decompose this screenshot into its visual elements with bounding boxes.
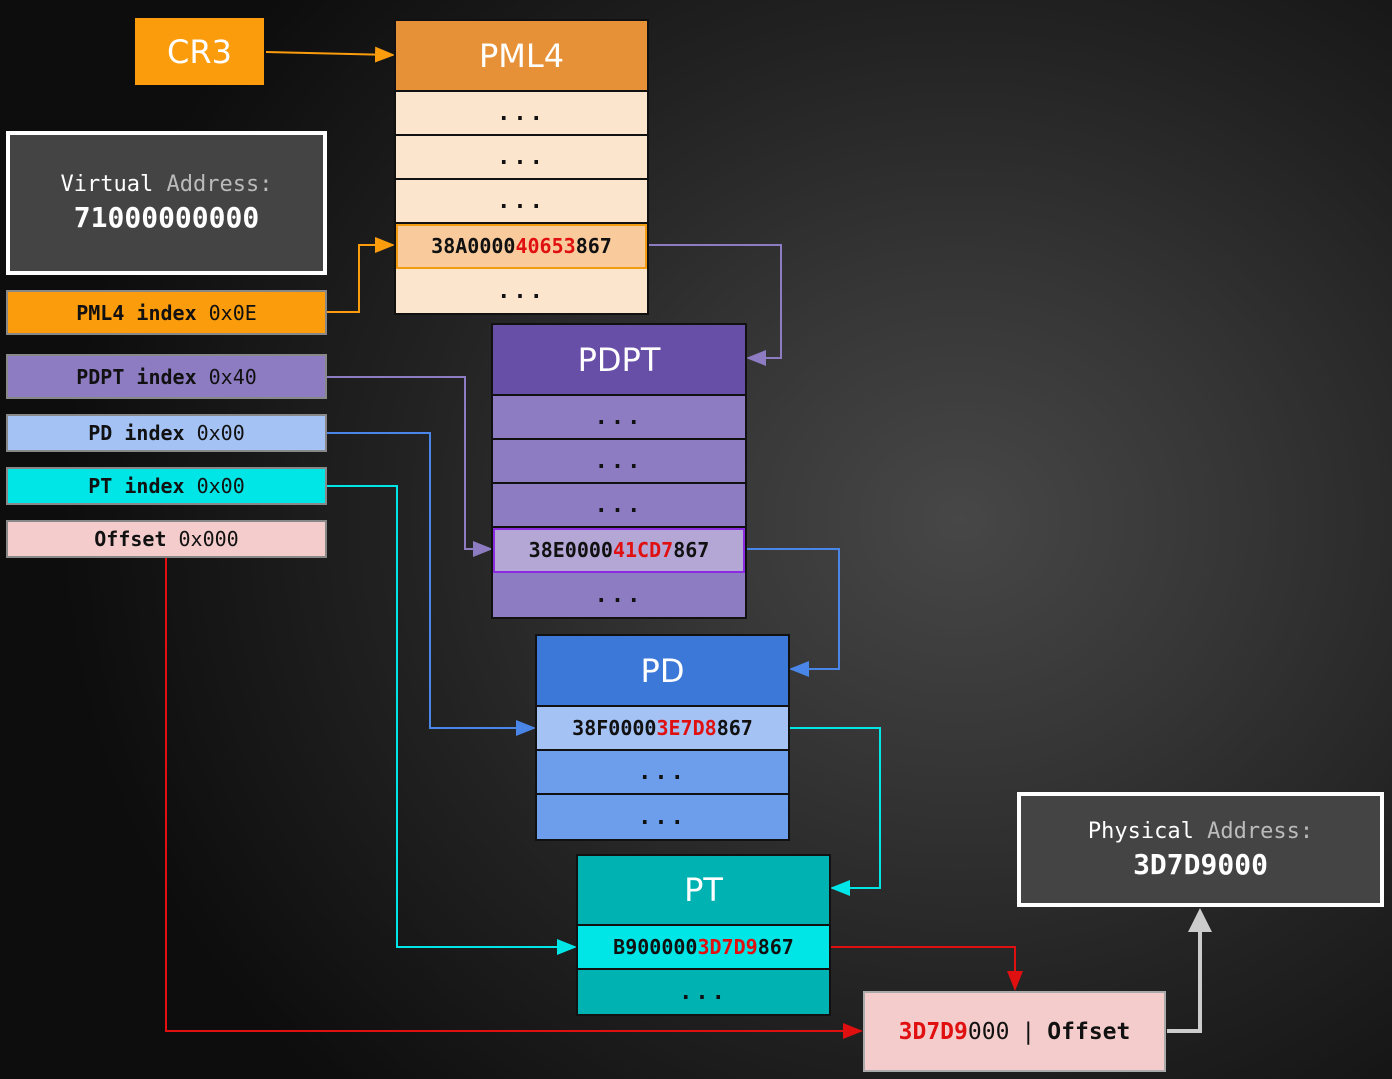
arrow-pdpt-to-pd xyxy=(746,548,840,677)
arrow-pd-index xyxy=(327,432,536,736)
arrow-pml4-index xyxy=(327,237,395,313)
pd-entry: ... xyxy=(537,795,788,839)
virtual-address-label: Virtual Address: xyxy=(60,172,273,197)
pml4-entry: ... xyxy=(396,136,647,180)
arrow-result-to-physical xyxy=(1167,908,1212,1033)
pdpt-entry: ... xyxy=(493,396,745,440)
pt-header: PT xyxy=(578,856,829,926)
virtual-address-box: Virtual Address: 71000000000 xyxy=(6,131,327,275)
pdpt-entry: ... xyxy=(493,573,745,617)
pdpt-entry: ... xyxy=(493,484,745,528)
arrow-pt-index xyxy=(327,485,577,955)
pd-entry: ... xyxy=(537,751,788,795)
pt-entry: ... xyxy=(578,970,829,1014)
pml4-entry: ... xyxy=(396,180,647,224)
physical-address-label: Physical Address: xyxy=(1087,818,1314,844)
physical-address-value: 3D7D9000 xyxy=(1133,847,1268,881)
cr3-register: CR3 xyxy=(135,18,264,85)
arrow-pt-to-result xyxy=(831,946,1023,991)
arrow-cr3-to-pml4 xyxy=(265,46,395,63)
arrow-pml4-to-pdpt xyxy=(648,244,782,366)
arrow-pd-to-pt xyxy=(790,727,881,896)
pml4-entry: ... xyxy=(396,269,647,313)
pdpt-entry: ... xyxy=(493,440,745,484)
arrow-pdpt-index xyxy=(327,376,493,557)
pd-header: PD xyxy=(537,636,788,707)
virtual-address-value: 71000000000 xyxy=(73,201,260,234)
pdpt-header: PDPT xyxy=(493,325,745,396)
arrow-offset-to-result xyxy=(165,557,863,1039)
pml4-entry: ... xyxy=(396,92,647,136)
pml4-header: PML4 xyxy=(396,21,647,92)
physical-address-box: Physical Address: 3D7D9000 xyxy=(1017,792,1384,907)
